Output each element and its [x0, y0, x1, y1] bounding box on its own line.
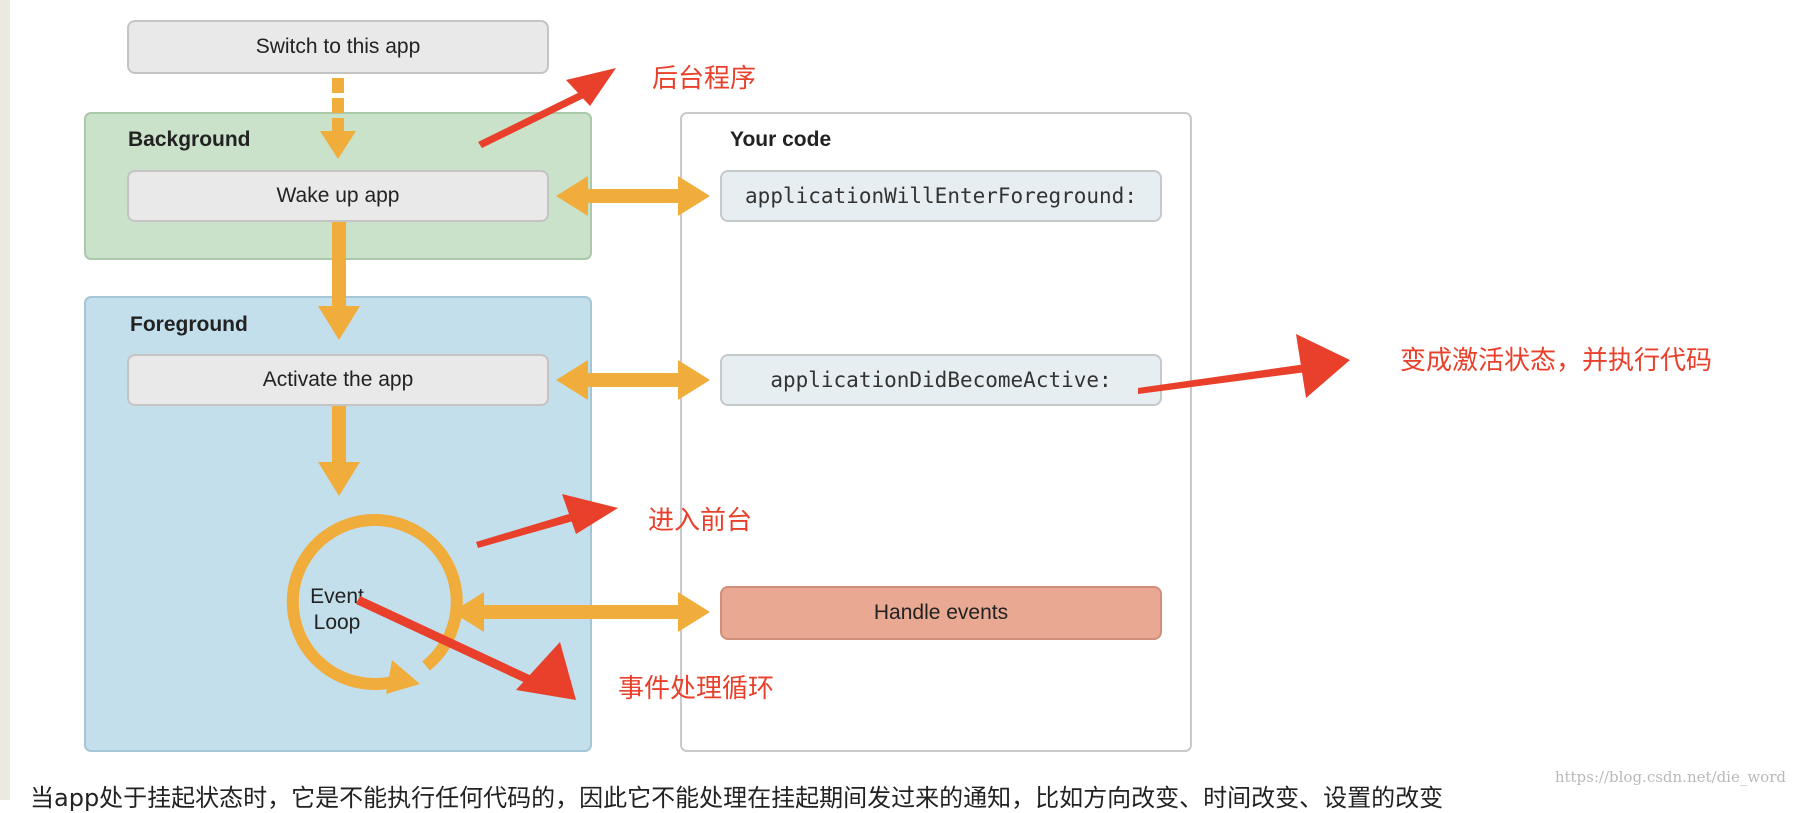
handle-events-box: Handle events: [720, 586, 1162, 640]
will-enter-foreground-box: applicationWillEnterForeground:: [720, 170, 1162, 222]
label-enter-foreground: 进入前台: [648, 506, 753, 536]
label-event-loop: 事件处理循环: [618, 674, 775, 704]
event-loop-circle: [286, 513, 463, 694]
background-title: Background: [128, 128, 251, 151]
switch-to-wake-arrow: [320, 78, 356, 159]
foreground-title: Foreground: [130, 313, 248, 336]
loop-double-arrow: [452, 592, 710, 632]
wake-double-arrow: [556, 176, 710, 216]
wake-to-activate-arrow: [318, 222, 360, 340]
watermark: https://blog.csdn.net/die_word: [1554, 768, 1786, 786]
bottom-paragraph: 当app处于挂起状态时，它是不能执行任何代码的，因此它不能处理在挂起期间发过来的…: [30, 784, 1444, 812]
wake-up-app-box: Wake up app: [127, 170, 549, 222]
annotation-arrow-background: [478, 68, 616, 148]
your-code-title: Your code: [730, 128, 832, 151]
activate-app-box: Activate the app: [127, 354, 549, 406]
activate-double-arrow: [556, 360, 710, 400]
activate-to-loop-arrow: [318, 406, 360, 496]
annotation-arrow-eventloop: [356, 596, 576, 700]
event-loop-label: Event Loop: [292, 584, 382, 636]
switch-to-app-box: Switch to this app: [127, 20, 549, 74]
event-loop-line1: Event: [310, 585, 364, 608]
did-become-active-box: applicationDidBecomeActive:: [720, 354, 1162, 406]
annotation-arrow-foreground: [476, 494, 618, 548]
label-become-active: 变成激活状态，并执行代码: [1400, 346, 1713, 376]
label-background-program: 后台程序: [652, 64, 757, 94]
event-loop-line2: Loop: [313, 611, 361, 634]
left-edge-strip: [0, 0, 10, 800]
annotation-arrow-active: [1138, 334, 1350, 398]
